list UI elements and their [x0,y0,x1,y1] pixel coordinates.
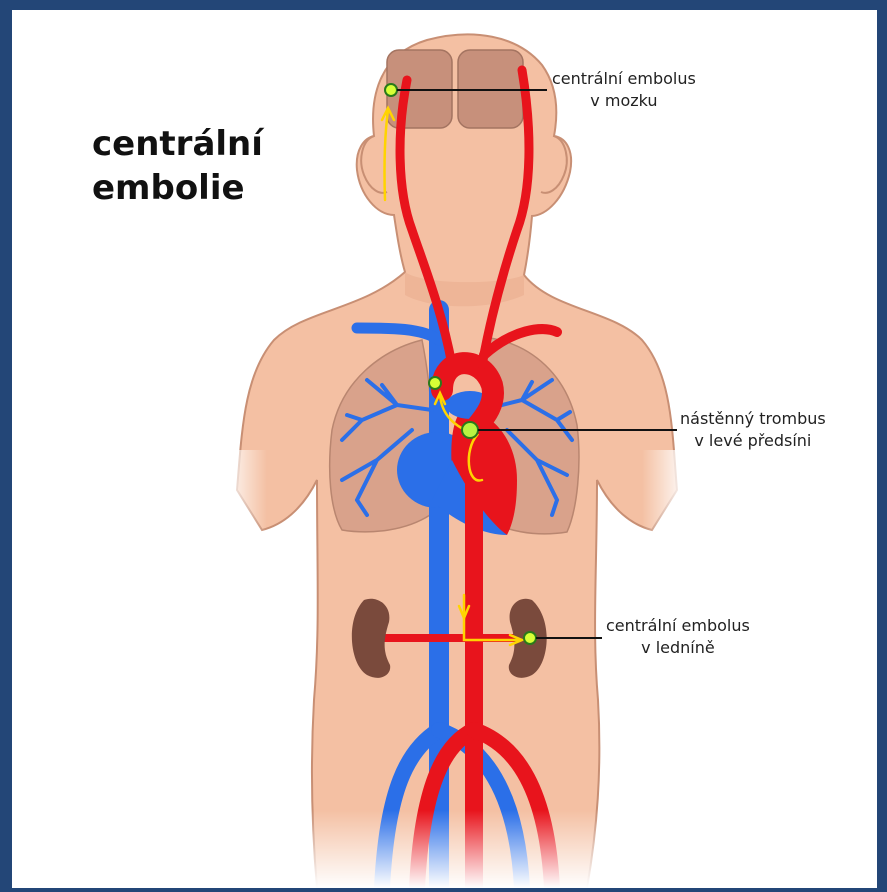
label-heart-line-1: nástěnný trombus [680,408,826,430]
label-brain-line-2: v mozku [552,90,696,112]
thrombus-left-atrium [462,422,478,438]
label-brain-line-1: centrální embolus [552,68,696,90]
bottom-fade [12,810,877,888]
right-arm-fade [642,450,687,570]
label-kidney-line-2: v ledníně [606,637,750,659]
label-atrial-thrombus: nástěnný trombus v levé předsíni [680,408,826,452]
embolus-kidney [524,632,536,644]
embolus-heart-route [429,377,441,389]
label-kidney-embolus: centrální embolus v ledníně [606,615,750,659]
label-brain-embolus: centrální embolus v mozku [552,68,696,112]
embolus-brain [385,84,397,96]
diagram-frame: centrální embolie centrální embolus v mo… [12,10,877,888]
title-line-1: centrální [92,122,263,166]
title-line-2: embolie [92,166,263,210]
left-arm-fade [222,450,267,570]
label-heart-line-2: v levé předsíni [680,430,826,452]
label-kidney-line-1: centrální embolus [606,615,750,637]
diagram-title: centrální embolie [92,122,263,210]
